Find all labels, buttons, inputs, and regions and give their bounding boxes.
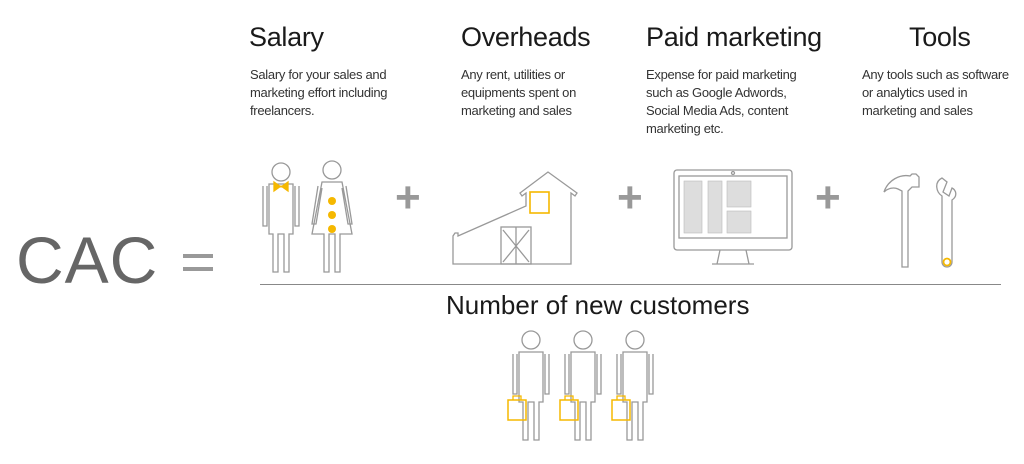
plus-sign: +: [395, 173, 421, 222]
paid-marketing-title: Paid marketing: [646, 22, 822, 52]
tools-icon: [883, 173, 957, 268]
cac-label: CAC: [16, 223, 159, 297]
equals-sign: [183, 254, 213, 280]
paid-marketing-desc: Expense for paid marketing such as Googl…: [646, 67, 797, 136]
customers-icon: [507, 330, 654, 441]
tools-desc: Any tools such as software or analytics …: [862, 67, 1009, 118]
salary-title: Salary: [249, 22, 324, 52]
denominator-label: Number of new customers: [446, 290, 750, 320]
fraction-line: [260, 284, 1001, 285]
monitor-icon: [673, 169, 793, 265]
salary-people-icon: [262, 160, 353, 273]
plus-sign: +: [617, 173, 643, 222]
overheads-title: Overheads: [461, 22, 591, 52]
plus-sign: +: [815, 173, 841, 222]
overheads-desc: Any rent, utilities or equipments spent …: [461, 67, 576, 118]
salary-desc: Salary for your sales and marketing effo…: [250, 67, 388, 118]
barn-icon: [452, 171, 578, 265]
tools-title: Tools: [909, 22, 971, 52]
